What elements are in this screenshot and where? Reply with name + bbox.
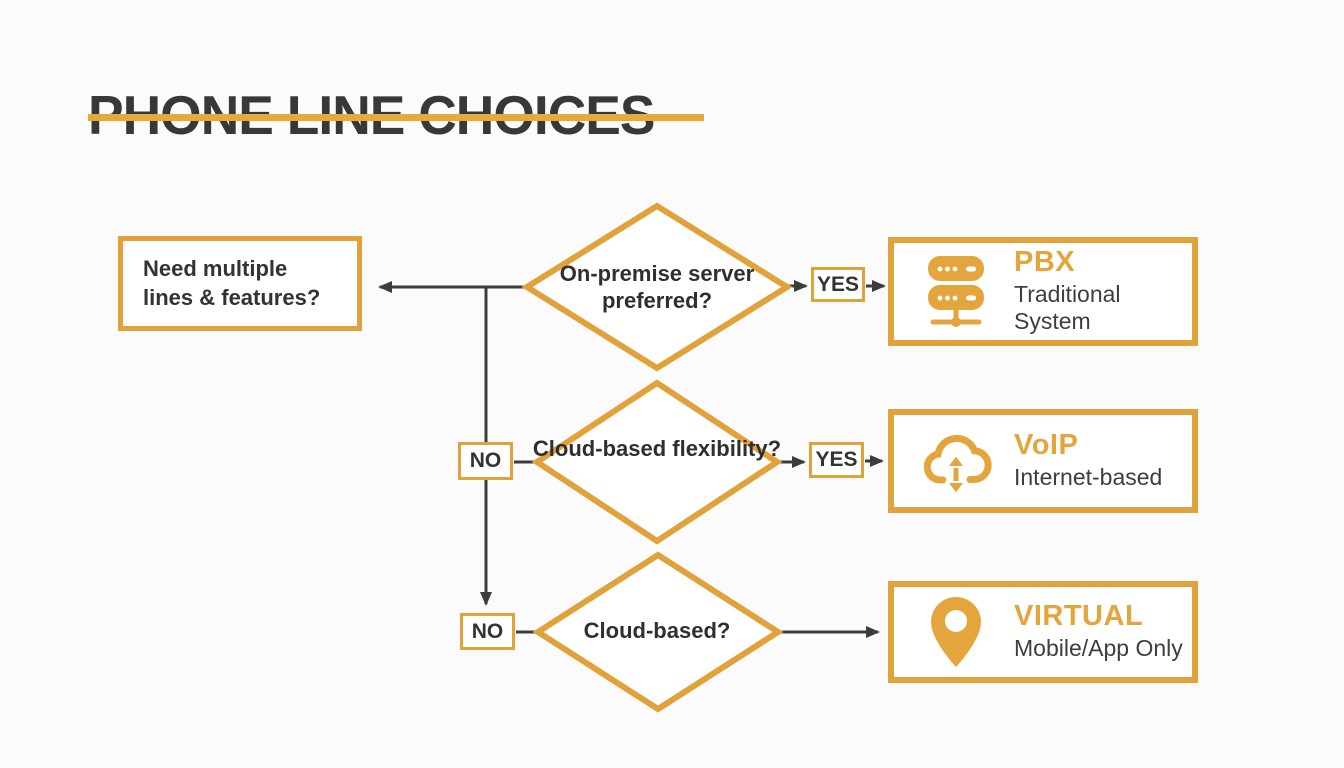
decision-2-question: Cloud-based flexibility?: [532, 436, 782, 461]
result-name-pbx: PBX: [1014, 245, 1076, 278]
yes-tag-2: YES: [809, 442, 864, 478]
result-box-voip: VoIP Internet-based: [888, 409, 1198, 513]
result-desc-virtual: Mobile/App Only: [1014, 635, 1183, 662]
server-stack-icon: [918, 254, 994, 330]
decision-diamond-2: [531, 379, 783, 545]
start-question-box: Need multiple lines & features?: [118, 236, 362, 331]
result-name-voip: VoIP: [1014, 429, 1079, 462]
decision-1-question: On-premise server preferred?: [559, 261, 755, 313]
result-desc-pbx: Traditional System: [1014, 280, 1121, 335]
title-underline: [88, 114, 704, 121]
result-box-virtual: VIRTUAL Mobile/App Only: [888, 581, 1198, 683]
no-tag-3: NO: [460, 613, 515, 650]
result-name-virtual: VIRTUAL: [1014, 600, 1144, 633]
cloud-sync-icon: [918, 428, 994, 494]
result-box-pbx: PBX Traditional System: [888, 237, 1198, 346]
result-desc-voip: Internet-based: [1014, 464, 1163, 491]
yes-tag-1: YES: [811, 267, 865, 302]
decision-3-question: Cloud-based?: [583, 618, 731, 643]
decision-diamond-1: [521, 202, 793, 372]
start-question-label: Need multiple lines & features?: [143, 256, 321, 310]
no-tag-2: NO: [458, 442, 513, 480]
decision-diamond-3: [532, 551, 784, 713]
map-pin-icon: [918, 595, 994, 669]
